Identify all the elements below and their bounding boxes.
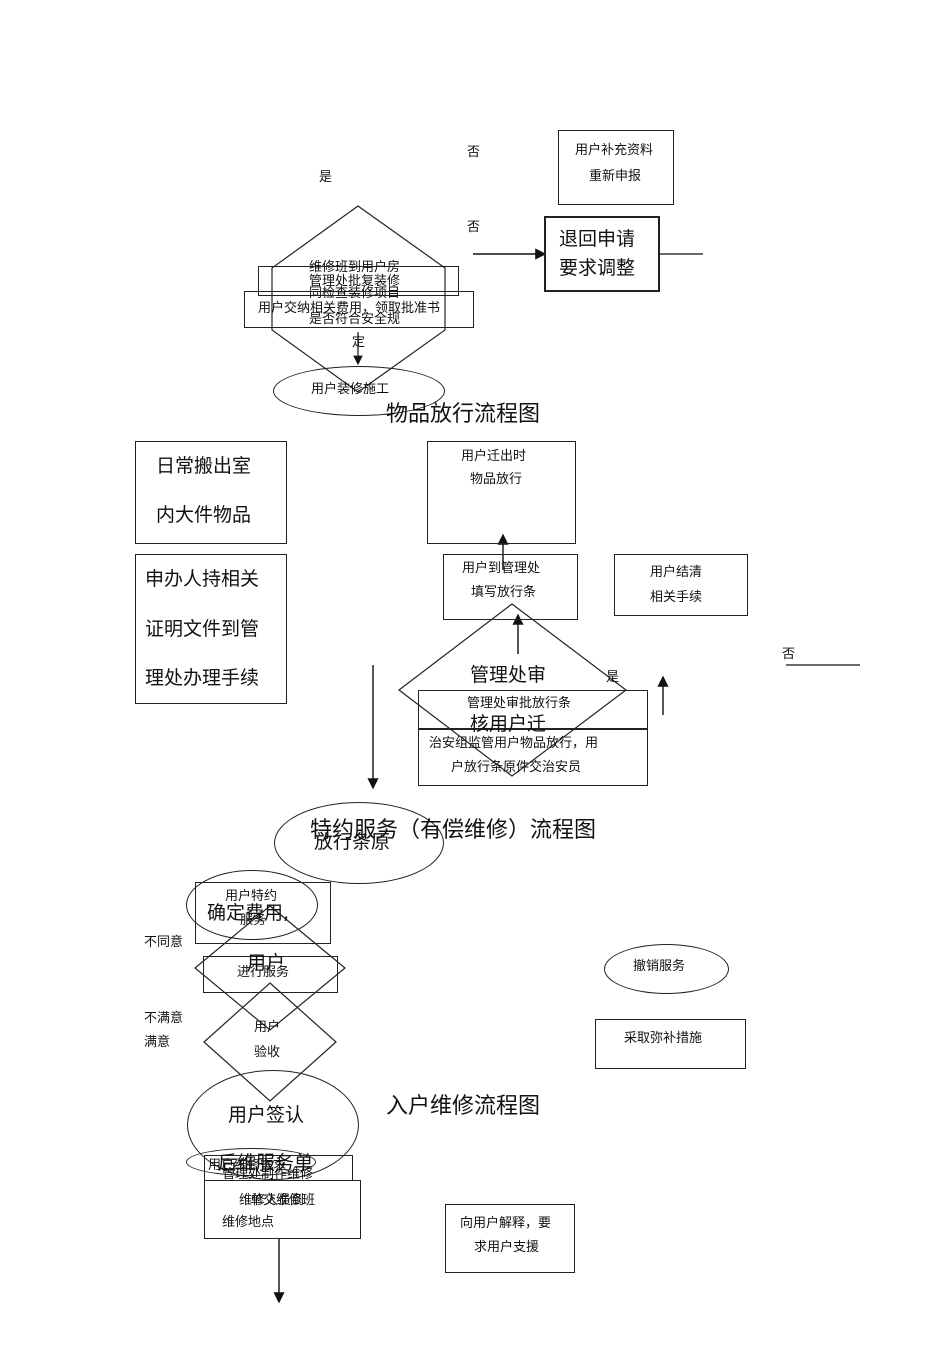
- label-yes-1: 是: [319, 170, 333, 185]
- security-line1: 治安组监管用户物品放行，用: [429, 736, 599, 751]
- fill-release-box: 用户到管理处 填写放行条: [443, 554, 578, 620]
- explain-box: 向用户解释，要 求用户支援: [445, 1204, 575, 1273]
- cancel-service-label: 撤销服务: [633, 959, 686, 974]
- cancel-service-oval: 撤销服务: [604, 944, 729, 994]
- apply-box: 申办人持相关 证明文件到管 理处办理手续: [135, 554, 287, 704]
- moveout-box: 用户迁出时 物品放行: [427, 441, 576, 544]
- overlap-text-c: 维修人员到: [239, 1193, 305, 1208]
- remedy-box: 采取弥补措施: [595, 1019, 746, 1069]
- settle-line2: 相关手续: [650, 590, 703, 605]
- apply-line2: 证明文件到管: [145, 618, 260, 640]
- label-no-1: 否: [467, 145, 481, 160]
- daily-line2: 内大件物品: [156, 504, 252, 526]
- review-line3: 核用户迁: [470, 713, 547, 735]
- label-unsatisfied: 不满意: [144, 1011, 184, 1026]
- user-sign-oval: [187, 1070, 359, 1180]
- supplement-line1: 用户补充资料: [575, 143, 654, 158]
- repair-site-label: 维修地点: [222, 1215, 275, 1230]
- user-sign-label: 用户签认: [228, 1104, 305, 1126]
- special-line1: 用户特约: [225, 889, 278, 904]
- special-service-box: [195, 882, 331, 944]
- review-diamond: [398, 603, 627, 777]
- explain-line2: 求用户支援: [474, 1240, 540, 1255]
- diamond-text-5: 是否符合安全规: [309, 312, 401, 327]
- diamond-text-6: 定: [352, 335, 366, 350]
- daily-line1: 日常搬出室: [156, 455, 252, 477]
- moveout-line1: 用户迁出时: [461, 449, 527, 464]
- return-line2: 要求调整: [559, 257, 636, 279]
- payment-box: [244, 291, 474, 328]
- title-home-repair: 入户维修流程图: [386, 1094, 541, 1119]
- moveout-line2: 物品放行: [470, 472, 523, 487]
- daily-move-box: 日常搬出室 内大件物品: [135, 441, 287, 544]
- do-service-label: 进行服务: [237, 965, 290, 980]
- remedy-label: 采取弥补措施: [624, 1031, 703, 1046]
- fill-line2: 填写放行条: [471, 585, 537, 600]
- title-special-service: 特约服务（有偿维修）流程图: [310, 818, 597, 843]
- explain-line1: 向用户解释，要: [460, 1216, 552, 1231]
- settle-line1: 用户结清: [650, 565, 703, 580]
- after-service-oval: [186, 1148, 316, 1176]
- title-goods-release: 物品放行流程图: [386, 402, 541, 427]
- confirm-fee-label: 确定费用,: [207, 902, 290, 924]
- diamond-text-4: 用户交纳相关费用，领取批准书: [258, 301, 441, 316]
- diamond-text-1: 维修班到用户房: [309, 260, 401, 275]
- diamond-text-2: 管理处批复装修: [309, 274, 401, 289]
- label-satisfied: 满意: [144, 1035, 171, 1050]
- label-no-2: 否: [467, 220, 481, 235]
- release-original-oval: [274, 802, 444, 884]
- accept-line2: 验收: [254, 1045, 281, 1060]
- apply-line3: 理处办理手续: [145, 667, 260, 689]
- label-disagree: 不同意: [144, 935, 184, 950]
- overlap-text-d: 单交维修班: [250, 1193, 316, 1208]
- apply-line1: 申办人持相关: [145, 568, 260, 590]
- return-line1: 退回申请: [559, 228, 636, 250]
- accept-line1: 用户: [254, 1020, 281, 1035]
- review-release-box: [418, 690, 648, 730]
- fill-line1: 用户到管理处: [462, 561, 541, 576]
- supplement-box: 用户补充资料 重新申报: [558, 130, 674, 205]
- decor-construction-label: 用户装修施工: [311, 382, 390, 397]
- repair-site-box: [204, 1180, 361, 1239]
- overlap-text-b: 管理处制作维修: [222, 1167, 314, 1182]
- security-box: 治安组监管用户物品放行，用 户放行条原件交治安员: [418, 728, 648, 786]
- settle-box: 用户结清 相关手续: [614, 554, 748, 616]
- after-repair-label: 后维服务单: [218, 1152, 314, 1174]
- return-application-box: 退回申请 要求调整: [544, 216, 660, 292]
- special-oval: [186, 870, 318, 940]
- review-line1: 管理处审: [470, 664, 547, 686]
- user-word: 用户: [247, 952, 286, 974]
- label-no-3: 否: [782, 647, 796, 662]
- confirm-fee-diamond: [194, 905, 346, 1031]
- decor-construction-oval: 用户装修施工: [273, 366, 445, 416]
- release-original-label: 放行条原: [314, 831, 391, 853]
- security-line2: 户放行条原件交治安员: [451, 760, 582, 775]
- do-service-box: [203, 956, 338, 993]
- supplement-line2: 重新申报: [589, 169, 642, 184]
- special-line2: 服务: [240, 913, 267, 928]
- review-line2: 管理处审批放行条: [467, 696, 572, 711]
- approval-box: [258, 266, 459, 296]
- diamond-text-3: 同检查装修项目: [309, 286, 401, 301]
- label-yes-2: 是: [606, 670, 620, 685]
- overlap-text-a: 用户维修需求: [208, 1158, 287, 1173]
